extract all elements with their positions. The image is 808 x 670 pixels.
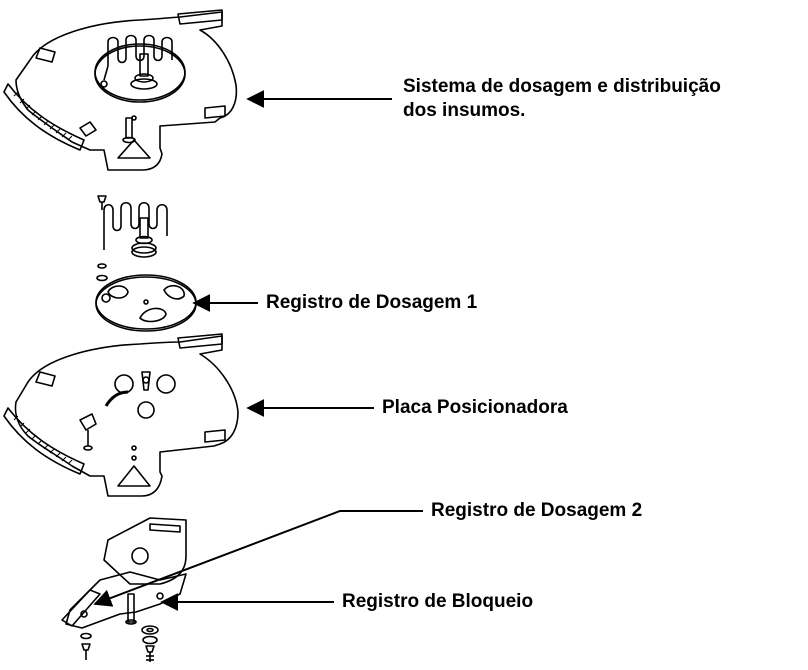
positioning-plate-outline (14, 335, 239, 497)
blocking-pin (127, 593, 135, 623)
bolt-washer-1 (80, 632, 92, 640)
left-notch (35, 47, 56, 63)
label-dosing-register-2: Registro de Dosagem 2 (431, 500, 643, 521)
positioning-plate-part (3, 333, 239, 497)
agitator-exploded (96, 195, 168, 282)
leader-register-2 (93, 510, 423, 607)
hole-2 (156, 374, 176, 394)
positioning-wing-nut (79, 413, 97, 431)
positioning-top-slot (177, 333, 223, 349)
bolt-1 (81, 643, 91, 651)
positioning-scale-strip (3, 407, 85, 475)
wing-nut (79, 121, 97, 137)
register-2-slot (149, 523, 181, 533)
register-1-hole-right (163, 284, 185, 300)
callout-leaders (93, 90, 423, 611)
arc-slot (104, 390, 129, 407)
base-plate-outline (15, 11, 238, 171)
label-system-line2: dos insumos. (403, 100, 526, 121)
inner-disc-edge (94, 45, 186, 103)
spindle (139, 53, 149, 77)
dosing-system-assembly (3, 9, 238, 171)
positioning-left-notch (35, 371, 56, 387)
positioning-triangle (117, 465, 151, 487)
label-dosing-register-1: Registro de Dosagem 1 (266, 292, 478, 313)
lower-registers-part (61, 517, 187, 662)
small-screw (97, 195, 107, 203)
register-1-hole-bottom (139, 307, 167, 323)
label-blocking-register: Registro de Bloqueio (342, 591, 534, 612)
hole-3 (137, 401, 155, 419)
triangle-window (117, 139, 151, 159)
register-1-hole-left (107, 285, 129, 299)
top-slot (177, 9, 223, 25)
label-positioning-plate: Placa Posicionadora (382, 397, 568, 418)
pin (125, 117, 133, 139)
washer-b (96, 274, 108, 282)
hole-1 (114, 374, 134, 394)
blocking-register-plate (65, 571, 187, 629)
washer-a (97, 263, 107, 269)
scale-strip (3, 83, 85, 151)
positioning-scale-ticks (13, 415, 73, 465)
washer-stack-2 (142, 635, 158, 645)
label-system-line1: Sistema de dosagem e distribuição (403, 76, 721, 97)
positioning-right-slot (204, 429, 226, 443)
agitator-spring-2 (103, 201, 168, 250)
spindle-2 (139, 217, 149, 239)
right-slot (204, 105, 226, 119)
scale-ticks (13, 91, 73, 141)
washer-stack-1 (141, 625, 159, 635)
bolt-2 (145, 645, 155, 653)
dosing-register-1-part (95, 274, 197, 332)
